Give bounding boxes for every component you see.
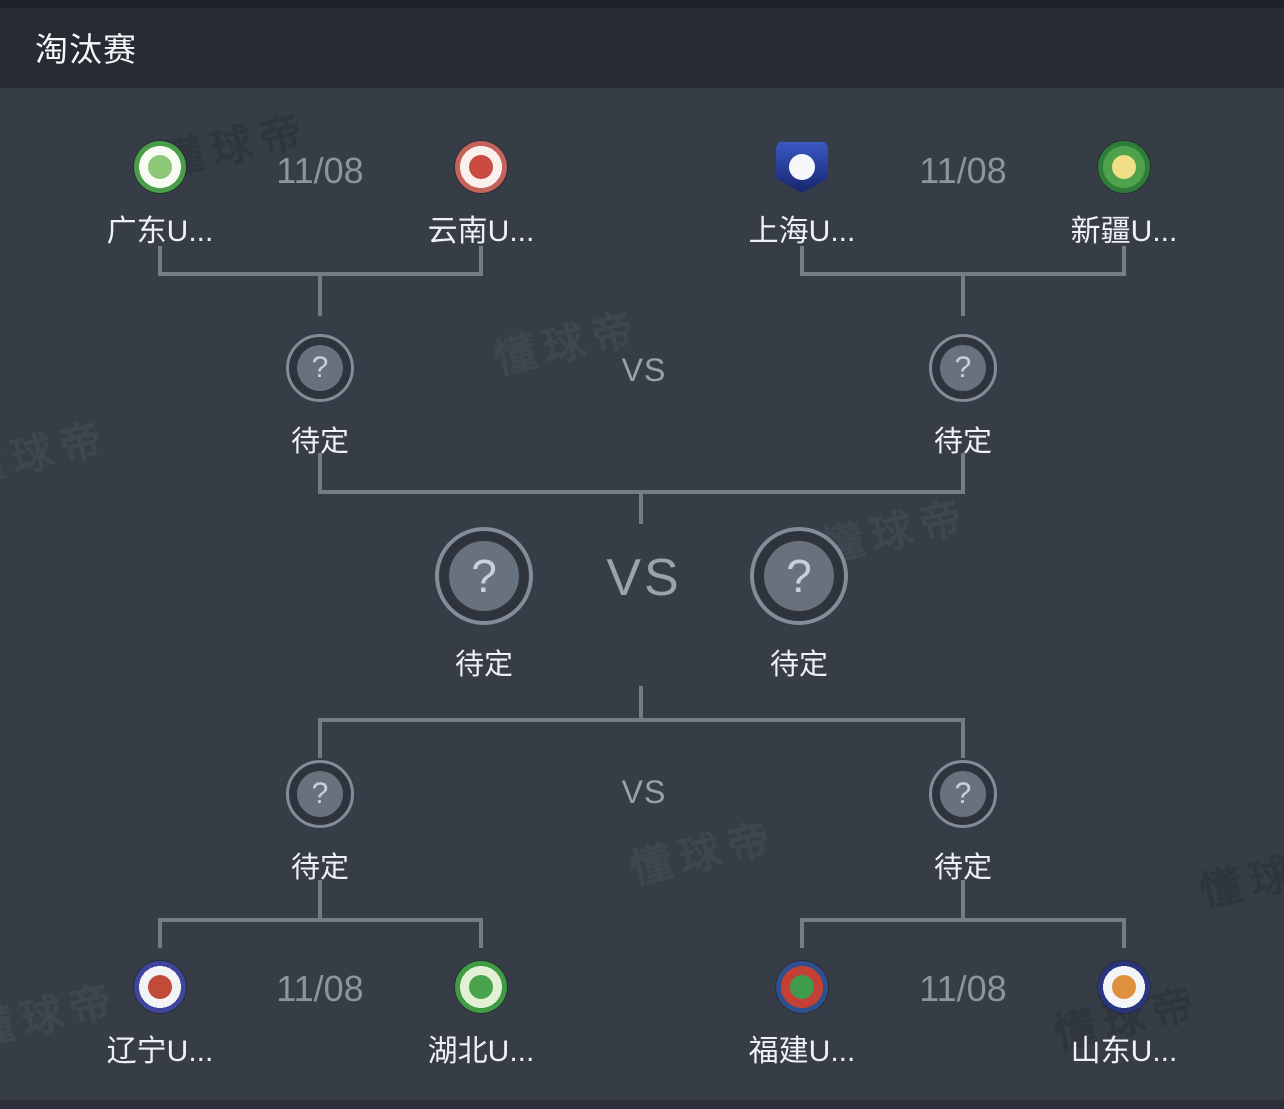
bracket-connector	[318, 276, 322, 316]
sf-bottom-right-tbd-label: 待定	[933, 852, 992, 884]
bracket-connector	[158, 246, 162, 274]
question-mark-icon: ?	[940, 771, 986, 817]
qf1-away-team-name[interactable]: 云南U...	[427, 215, 535, 248]
sf-bottom-left-tbd-slot[interactable]: ?	[286, 760, 354, 828]
final-right-tbd-slot[interactable]: ?	[750, 527, 848, 625]
top-edge-strip	[0, 0, 1284, 8]
bracket-connector	[1122, 246, 1126, 274]
page-title: 淘汰赛	[35, 31, 137, 68]
bracket-connector	[961, 276, 965, 316]
final-left-tbd-label: 待定	[454, 649, 513, 681]
final-vs-label: VS	[606, 549, 682, 607]
bracket-connector	[639, 686, 643, 718]
question-mark-icon: ?	[297, 345, 343, 391]
bracket-connector	[961, 722, 965, 758]
team-logo-emblem	[148, 155, 172, 179]
watermark: 懂球帝	[0, 413, 115, 494]
qf4-home-team-name[interactable]: 福建U...	[748, 1035, 856, 1068]
qf2-away-team-logo[interactable]	[1098, 141, 1150, 193]
bracket-connector	[800, 922, 804, 948]
sf-bottom-right-tbd-slot[interactable]: ?	[929, 760, 997, 828]
team-logo-emblem	[148, 975, 172, 999]
sf-top-right-tbd-slot[interactable]: ?	[929, 334, 997, 402]
bracket-connector	[479, 922, 483, 948]
question-mark-icon: ?	[449, 541, 519, 611]
sf-top-vs-label: VS	[621, 352, 667, 388]
watermark: 懂球帝	[1195, 836, 1284, 917]
qf4-match-date: 11/08	[919, 968, 1007, 1009]
question-mark-icon: ?	[764, 541, 834, 611]
bracket-connector	[158, 922, 162, 948]
bracket-connector	[961, 453, 965, 490]
team-logo-emblem	[790, 975, 814, 999]
qf4-home-team-logo[interactable]	[776, 961, 828, 1013]
bracket-connector	[639, 494, 643, 524]
qf1-home-team-name[interactable]: 广东U...	[106, 215, 214, 248]
qf2-away-team-name[interactable]: 新疆U...	[1070, 215, 1178, 248]
team-logo-emblem	[469, 155, 493, 179]
qf3-match-date: 11/08	[276, 968, 364, 1009]
header-bar: 淘汰赛	[0, 0, 1284, 88]
sf-top-left-tbd-label: 待定	[290, 426, 349, 458]
bracket-connector	[318, 453, 322, 490]
team-logo-emblem	[469, 975, 493, 999]
bracket-connector	[800, 918, 1126, 922]
qf3-away-team-name[interactable]: 湖北U...	[427, 1035, 535, 1068]
bracket-connector	[318, 718, 965, 722]
qf4-away-team-logo[interactable]	[1098, 961, 1150, 1013]
question-mark-icon: ?	[940, 345, 986, 391]
team-logo-emblem	[1112, 975, 1136, 999]
qf1-away-team-logo[interactable]	[455, 141, 507, 193]
watermark: 懂球帝	[625, 813, 783, 894]
bracket-connector	[800, 272, 1126, 276]
bottom-edge-strip	[0, 1100, 1284, 1109]
bracket-connector	[961, 880, 965, 918]
bracket-connector	[800, 246, 804, 274]
team-logo-emblem	[789, 154, 815, 180]
bracket-connector	[158, 918, 483, 922]
sf-bottom-left-tbd-label: 待定	[290, 852, 349, 884]
qf1-home-team-logo[interactable]	[134, 141, 186, 193]
sf-bottom-vs-label: VS	[621, 774, 667, 810]
question-mark-icon: ?	[297, 771, 343, 817]
bracket-connector	[158, 272, 483, 276]
qf1-match-date: 11/08	[276, 150, 364, 191]
sf-top-left-tbd-slot[interactable]: ?	[286, 334, 354, 402]
bracket-connector	[318, 490, 965, 494]
bracket-connector	[1122, 922, 1126, 948]
sf-top-right-tbd-label: 待定	[933, 426, 992, 458]
bracket-connector	[318, 722, 322, 758]
qf3-home-team-logo[interactable]	[134, 961, 186, 1013]
bracket-connector	[479, 246, 483, 274]
qf2-home-team-name[interactable]: 上海U...	[748, 215, 856, 248]
final-right-tbd-label: 待定	[769, 649, 828, 681]
qf2-match-date: 11/08	[919, 150, 1007, 191]
final-left-tbd-slot[interactable]: ?	[435, 527, 533, 625]
qf3-home-team-name[interactable]: 辽宁U...	[106, 1035, 214, 1068]
qf3-away-team-logo[interactable]	[455, 961, 507, 1013]
team-logo-emblem	[1112, 155, 1136, 179]
bracket-connector	[318, 880, 322, 918]
qf4-away-team-name[interactable]: 山东U...	[1070, 1035, 1178, 1068]
qf2-home-team-logo[interactable]	[776, 142, 828, 193]
